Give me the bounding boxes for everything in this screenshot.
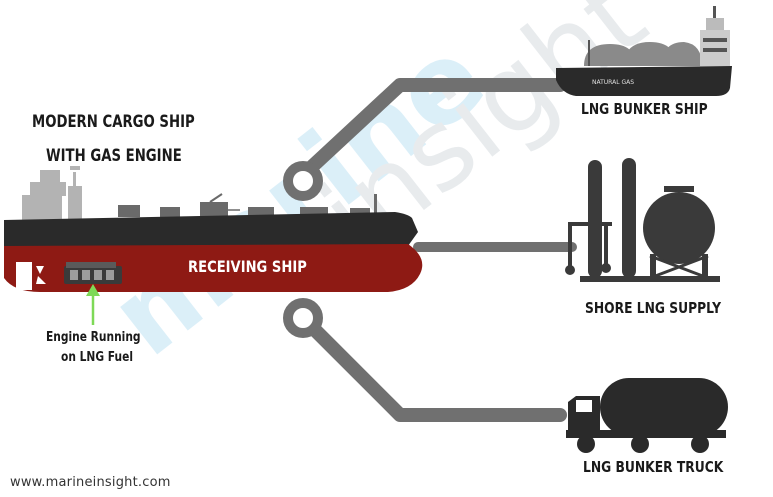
receiving-ship-label: RECEIVING SHIP bbox=[188, 257, 307, 276]
lng-bunker-ship-icon: NATURAL GAS bbox=[556, 6, 732, 96]
connector-lines bbox=[296, 78, 577, 422]
receiving-ship bbox=[4, 166, 423, 325]
connector-node-top bbox=[283, 161, 323, 201]
lng-bunker-truck-label: LNG BUNKER TRUCK bbox=[583, 458, 724, 476]
shore-lng-supply-label: SHORE LNG SUPPLY bbox=[585, 299, 721, 317]
connector-to-bunker-ship bbox=[296, 78, 567, 182]
engine-label-line-1: Engine Running bbox=[46, 330, 141, 345]
engine-icon bbox=[64, 262, 122, 284]
website-url: www.marineinsight.com bbox=[10, 475, 171, 490]
lng-bunker-ship-label: LNG BUNKER SHIP bbox=[581, 100, 708, 118]
propeller-icon bbox=[16, 262, 46, 290]
title-line-1: MODERN CARGO SHIP bbox=[32, 112, 195, 132]
title-line-2: WITH GAS ENGINE bbox=[46, 146, 182, 166]
hull-upper bbox=[4, 212, 418, 248]
watermark: marine insight bbox=[87, 0, 668, 380]
bunker-ship-hull-text: NATURAL GAS bbox=[592, 79, 634, 86]
engine-arrow bbox=[86, 284, 100, 325]
deck-equipment bbox=[118, 193, 377, 217]
connector-to-truck bbox=[296, 311, 567, 422]
shore-tank-icon bbox=[565, 158, 720, 282]
connector-node-bottom bbox=[283, 298, 323, 338]
lng-truck-icon bbox=[566, 378, 728, 453]
ship-superstructure bbox=[22, 166, 82, 221]
engine-label-line-2: on LNG Fuel bbox=[61, 350, 134, 365]
